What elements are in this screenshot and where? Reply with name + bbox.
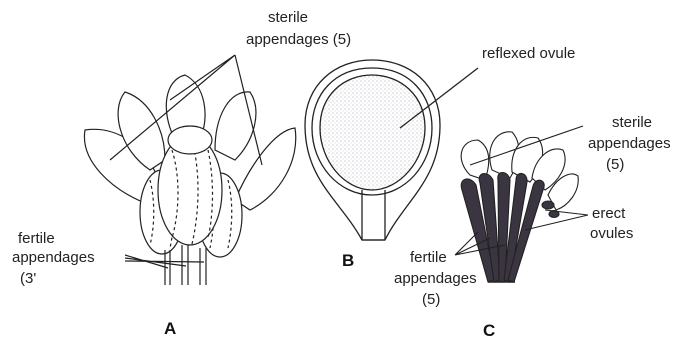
panel-label-a: A xyxy=(164,319,176,338)
label-c-sterile-2: appendages xyxy=(588,135,671,152)
sterile-appendage-back-right xyxy=(215,92,256,160)
figure-c xyxy=(455,126,588,282)
label-a-fertile-1: fertile xyxy=(18,230,55,247)
panel-label-b: B xyxy=(342,251,354,270)
figure-b xyxy=(305,60,478,240)
label-c-fertile-3: (5) xyxy=(422,291,440,308)
label-c-fertile-2: appendages xyxy=(394,270,477,287)
label-b-ovule: reflexed ovule xyxy=(482,45,575,62)
label-c-sterile-1: sterile xyxy=(612,114,652,131)
label-a-fertile-2: appendages xyxy=(12,249,95,266)
label-c-erect-2: ovules xyxy=(590,225,633,242)
figure-a xyxy=(84,55,295,285)
fertile-appendages-c xyxy=(461,173,544,283)
stalk-a-3 xyxy=(200,248,206,285)
label-a-fertile-3: (3' xyxy=(20,270,36,287)
label-a-sterile-2: appendages (5) xyxy=(246,31,351,48)
panel-label-c: C xyxy=(483,321,495,340)
label-c-fertile-1: fertile xyxy=(410,249,447,266)
erect-ovule-1 xyxy=(542,201,554,209)
label-c-erect-1: erect xyxy=(592,205,626,222)
label-c-sterile-3: (5) xyxy=(606,156,624,173)
label-a-sterile-1: sterile xyxy=(268,9,308,26)
